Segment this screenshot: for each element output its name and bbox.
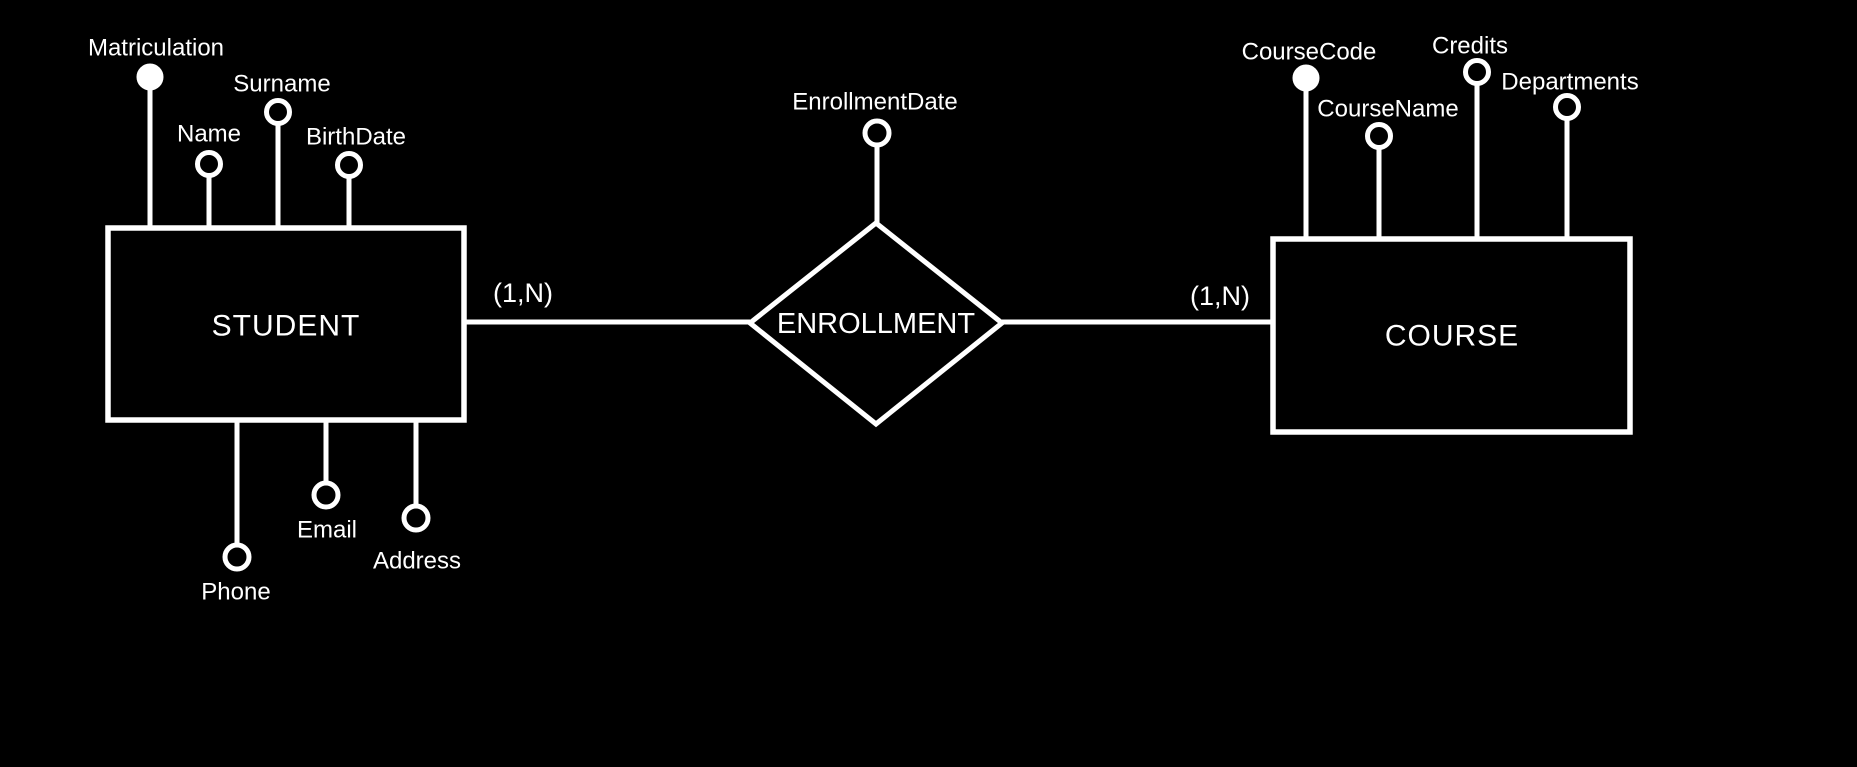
attribute-birthdate: BirthDate [306,124,406,228]
entity-student: Matriculation Name Surname BirthDate [88,35,467,606]
attribute-phone: Phone [201,420,271,606]
attribute-label: Address [373,548,461,575]
attribute-label: Phone [201,579,270,606]
student-cardinality-label: (1,N) [493,278,553,308]
attribute-enrollmentdate: EnrollmentDate [792,89,958,226]
attribute-label: EnrollmentDate [792,89,957,116]
attribute-circle-icon [862,118,892,148]
attribute-matriculation: Matriculation [88,35,224,228]
attribute-label: CourseName [1317,96,1458,123]
attribute-circle-icon [222,542,252,572]
attribute-label: Departments [1501,69,1638,96]
attribute-circle-icon [264,98,292,126]
attribute-label: CourseCode [1242,39,1377,66]
enrollment-label: ENROLLMENT [777,308,975,340]
attribute-departments: Departments [1501,69,1639,239]
attribute-coursecode: CourseCode [1242,39,1377,239]
entity-course: CourseCode CourseName Credits Department… [1242,33,1639,435]
relationship-connectors: (1,N) (1,N) [464,278,1273,325]
relationship-enrollment: EnrollmentDate ENROLLMENT [745,89,1007,428]
attribute-label: Credits [1432,33,1508,60]
attribute-circle-icon [195,150,223,178]
course-cardinality-label: (1,N) [1190,281,1250,311]
attribute-label: Email [297,517,357,544]
key-attribute-circle-icon [1292,64,1320,92]
course-box [1270,236,1633,435]
attribute-circle-icon [1553,93,1581,121]
student-label: STUDENT [212,310,361,343]
enrollment-diamond [745,219,1007,428]
student-box [105,225,467,423]
attribute-circle-icon [1365,122,1393,150]
attribute-name: Name [177,121,241,228]
attribute-credits: Credits [1432,33,1508,239]
key-attribute-circle-icon [136,63,164,91]
attribute-email: Email [297,420,357,544]
attribute-label: Name [177,121,241,148]
attribute-circle-icon [401,503,431,533]
attribute-surname: Surname [233,71,331,228]
course-label: COURSE [1385,320,1519,353]
attribute-circle-icon [1463,58,1491,86]
attribute-label: Matriculation [88,35,224,62]
attribute-circle-icon [311,480,341,510]
attribute-coursename: CourseName [1317,96,1459,239]
attribute-label: Surname [233,71,330,98]
attribute-address: Address [373,420,461,575]
attribute-label: BirthDate [306,124,406,151]
attribute-circle-icon [335,151,363,179]
